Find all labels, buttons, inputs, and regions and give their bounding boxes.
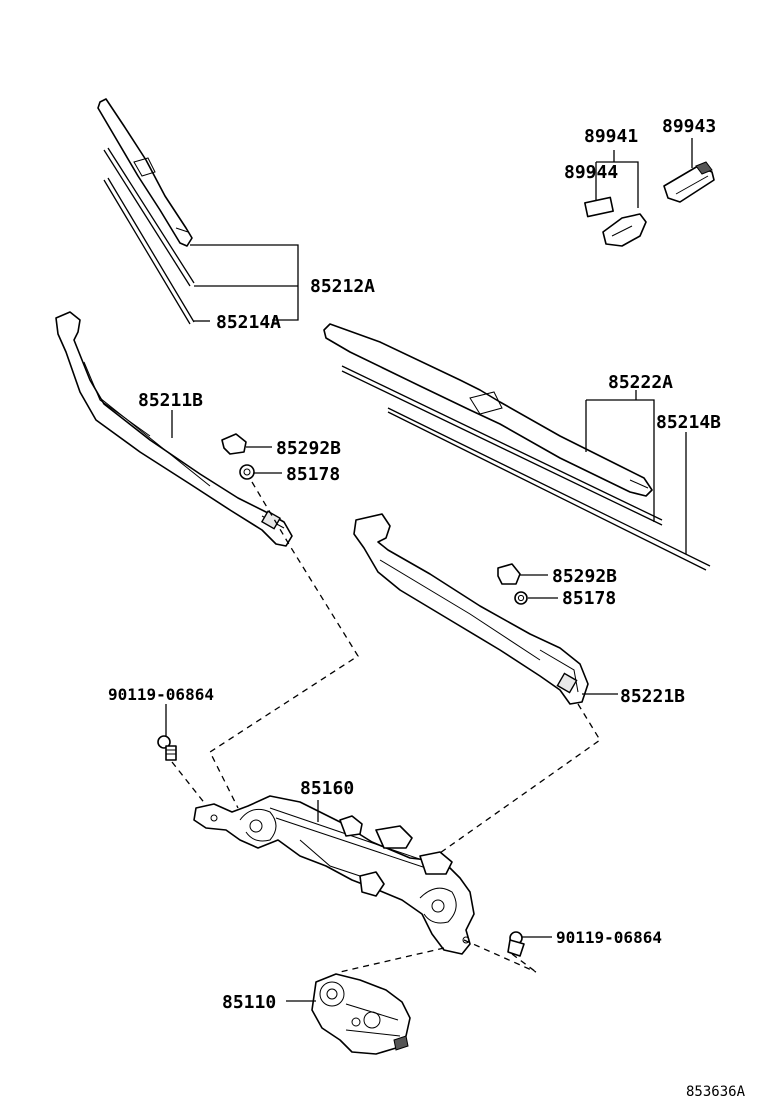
callout-85292B-left: 85292B xyxy=(276,438,341,459)
wiper-arm-left xyxy=(55,311,293,547)
wiper-motor xyxy=(311,973,411,1055)
callout-89943: 89943 xyxy=(662,116,716,137)
bolt-left xyxy=(157,704,211,811)
callout-85221B: 85221B xyxy=(620,686,685,707)
callout-90119-06864-right: 90119-06864 xyxy=(556,928,662,947)
wiper-arm-right xyxy=(353,513,589,705)
callout-85178-left: 85178 xyxy=(286,464,340,485)
callout-85222A: 85222A xyxy=(608,372,673,393)
callout-85214B: 85214B xyxy=(656,412,721,433)
callout-85292B-right: 85292B xyxy=(552,566,617,587)
callout-89941: 89941 xyxy=(584,126,638,147)
bolt-right xyxy=(463,931,552,973)
callout-85211B: 85211B xyxy=(138,390,203,411)
smart-key-parts xyxy=(584,138,715,247)
callout-85178-right: 85178 xyxy=(562,588,616,609)
figure-code: 853636A xyxy=(686,1084,746,1100)
callout-89944: 89944 xyxy=(564,162,618,183)
cap-and-nut-left xyxy=(221,433,282,480)
wiper-blade-left xyxy=(97,98,195,325)
callout-85212A: 85212A xyxy=(310,276,375,297)
wiper-blade-right xyxy=(323,323,711,571)
callout-90119-06864-left: 90119-06864 xyxy=(108,685,214,704)
callout-85214A: 85214A xyxy=(216,312,281,333)
callout-85160: 85160 xyxy=(300,778,354,799)
callout-85110: 85110 xyxy=(222,992,276,1013)
wiper-linkage xyxy=(193,795,475,955)
cap-and-nut-right xyxy=(497,563,558,605)
